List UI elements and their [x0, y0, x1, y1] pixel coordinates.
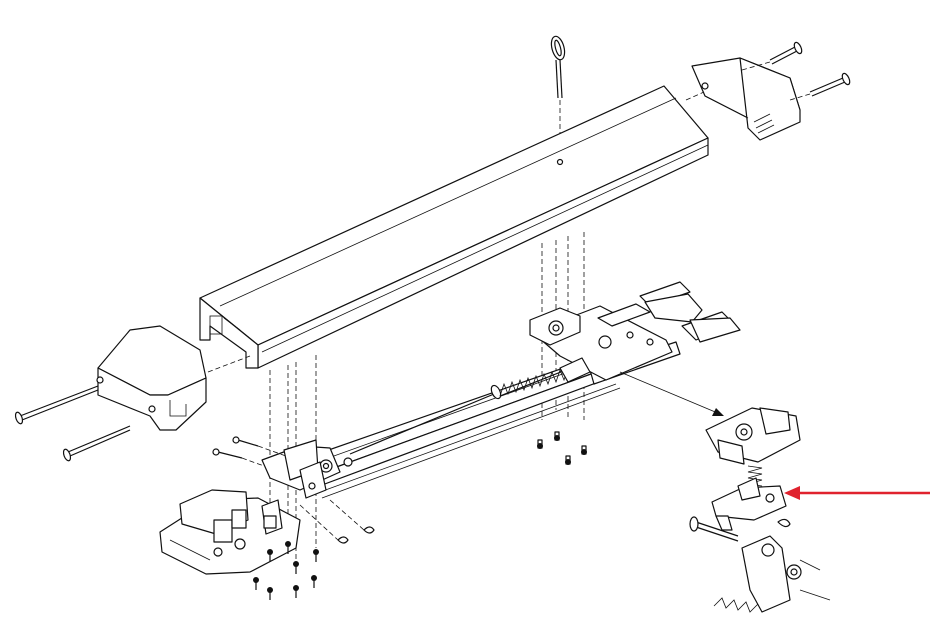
- left-bolts: [212, 436, 287, 467]
- cover-rail: [199, 85, 709, 369]
- detail-pin-and-clip: [689, 516, 791, 542]
- detail-leader-line: [619, 371, 721, 415]
- end-cap-right: [691, 57, 801, 141]
- detail-bracket: [711, 477, 787, 531]
- end-cap-left: [96, 325, 207, 431]
- detail-lever-assembly: [713, 535, 831, 613]
- retaining-clips-left: [299, 499, 375, 544]
- end-cap-screws-left: [14, 355, 251, 462]
- right-bracket-arms: [639, 281, 741, 343]
- detail-leader-arrowhead: [712, 408, 724, 416]
- left-mechanism-bracket: [261, 439, 353, 499]
- end-cap-screws-right: [741, 41, 851, 101]
- pull-pin: [550, 35, 566, 99]
- cap-guide-line-right: [685, 91, 705, 101]
- detail-latch-block: [705, 407, 801, 465]
- callout-arrow: [784, 486, 930, 500]
- right-mechanism-plate: [529, 303, 673, 383]
- bottom-mounting-screws: [253, 541, 319, 600]
- right-mounting-screws: [537, 431, 587, 465]
- left-latch-housing: [159, 489, 301, 575]
